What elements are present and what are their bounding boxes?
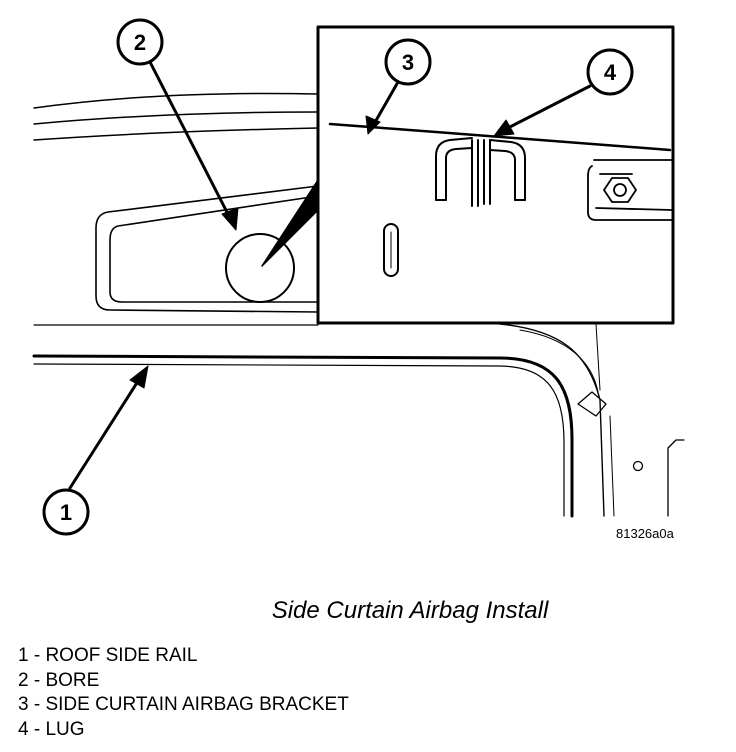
callout-2-label: 2 <box>134 30 146 55</box>
lug <box>435 137 526 207</box>
legend-item: 1 - ROOF SIDE RAIL <box>18 645 198 666</box>
figure-id-code: 81326a0a <box>616 526 674 541</box>
legend-item: 4 - LUG <box>18 718 85 740</box>
airbag-bracket <box>328 122 672 152</box>
callout-leaders <box>68 60 592 490</box>
callout-4-label: 4 <box>604 60 617 85</box>
pillar-detail <box>632 439 685 517</box>
callout-2: 2 <box>116 18 164 66</box>
legend-item: 3 - SIDE CURTAIN AIRBAG BRACKET <box>18 694 349 715</box>
callout-1-label: 1 <box>60 500 72 525</box>
mounting-bolt <box>587 159 673 221</box>
roof-side-rail <box>32 323 615 518</box>
bore <box>225 233 295 303</box>
legend-list: 1 - ROOF SIDE RAIL 2 - BORE 3 - SIDE CUR… <box>18 644 349 742</box>
callout-4: 4 <box>586 48 634 96</box>
airbag-install-diagram: 1 2 3 4 <box>32 18 685 536</box>
bore-slot <box>383 223 399 277</box>
roof-upper-edge <box>33 92 319 141</box>
legend-item: 2 - BORE <box>18 669 100 691</box>
roof-bracket-recess <box>95 185 319 313</box>
callout-3-label: 3 <box>402 50 414 75</box>
callout-3: 3 <box>384 38 432 86</box>
figure-caption: Side Curtain Airbag Install <box>271 597 549 624</box>
callout-1: 1 <box>42 488 90 536</box>
